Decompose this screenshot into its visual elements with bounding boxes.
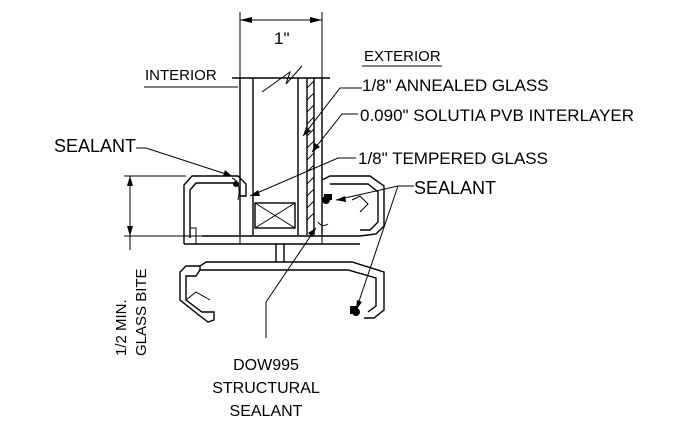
glass-bite-label-line1: 1/2 MIN. [113, 299, 130, 356]
tempered-glass-label: 1/8" TEMPERED GLASS [358, 149, 548, 168]
width-dimension-label: 1" [274, 29, 290, 48]
width-dimension [239, 12, 323, 78]
glass-panes [232, 65, 330, 235]
structural-sealant-line1: DOW995 [233, 357, 299, 374]
sealant-left-label: SEALANT [54, 136, 136, 156]
interior-label: INTERIOR [145, 67, 217, 84]
structural-sealant-line3: SEALANT [230, 403, 303, 420]
pvb-interlayer-label: 0.090" SOLUTIA PVB INTERLAYER [360, 106, 634, 125]
sealant-right-label: SEALANT [414, 178, 496, 198]
spacer-block [254, 202, 296, 229]
exterior-label: EXTERIOR [364, 48, 441, 65]
annealed-glass-label: 1/8" ANNEALED GLASS [362, 76, 549, 95]
leader-lines [136, 65, 442, 338]
glass-bite-dimension [124, 175, 202, 250]
structural-sealant-line2: STRUCTURAL [212, 380, 320, 397]
glass-bite-label-line2: GLASS BITE [133, 268, 150, 356]
sealant-beads [231, 177, 360, 316]
frame-profile [179, 175, 385, 323]
